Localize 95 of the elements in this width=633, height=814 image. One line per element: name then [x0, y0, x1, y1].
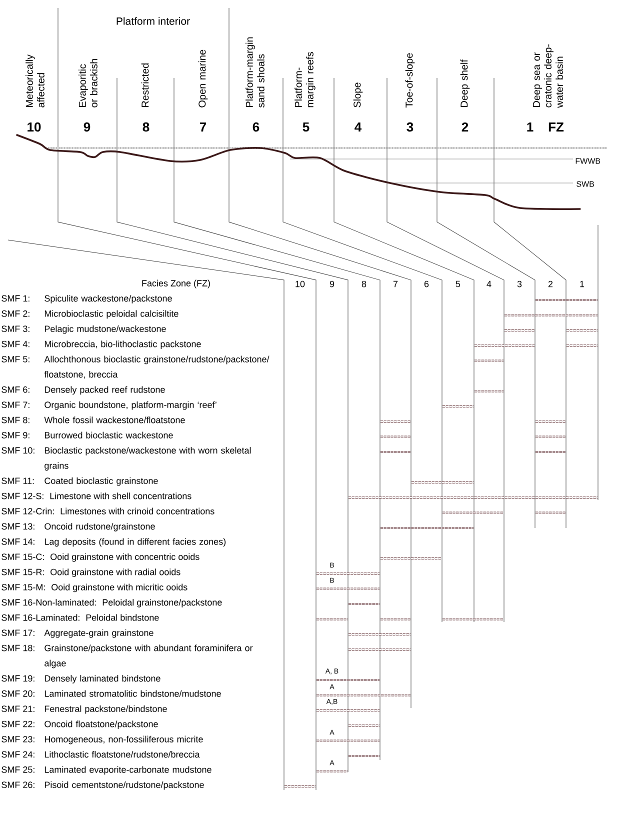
smf-description: Densely laminated bindstone	[44, 675, 160, 684]
zone-number: FZ	[548, 122, 564, 132]
smf-description: Burrowed bioclastic wackestone	[44, 432, 173, 438]
smf-description: Coated bioclastic grainstone	[44, 477, 158, 486]
smf-description: Limestones with crinoid concentrations	[60, 508, 214, 514]
smf-code: SMF 20:	[2, 690, 34, 697]
smf-description: Ooid grainstone with radial ooids	[50, 568, 180, 577]
smf-code: SMF 12-Crin:	[2, 508, 54, 514]
zone-name: Toe-of-slope	[405, 53, 415, 108]
smf-description: Laminated evaporite-carbonate mudstone	[44, 766, 212, 775]
smf-description: Grainstone/packstone with abundant foraminifera or algae	[44, 644, 253, 668]
zone-number: 5	[302, 122, 310, 132]
smf-description: Ooid grainstone with concentric ooids	[50, 553, 200, 562]
smf-code: SMF 7:	[2, 402, 30, 408]
zone-number: 7	[200, 122, 206, 132]
smf-code: SMF 26:	[2, 782, 34, 788]
zone-name: Slope	[353, 82, 363, 108]
smf-code: SMF 13:	[2, 523, 34, 530]
smf-code: SMF 16-Laminated:	[2, 614, 80, 621]
smf-description: Lag deposits (found in different facies zones)	[44, 538, 226, 547]
smf-description: Peloidal grainstone/packstone	[102, 598, 222, 608]
zone-name: Meteorically affected	[26, 54, 44, 108]
column-number: 8	[362, 280, 366, 288]
column-number: 7	[393, 280, 398, 288]
smf-code: SMF 25:	[2, 766, 34, 773]
zone-name: Open marine	[198, 50, 208, 108]
smf-description: Organic boundstone, platform-margin ‘reef’	[44, 401, 216, 410]
group-heading: Platform interior	[116, 17, 190, 25]
zone-name: Restricted	[141, 63, 149, 107]
smf-code: SMF 22:	[2, 720, 34, 728]
column-number: 3	[517, 280, 522, 288]
zone-number: 4	[354, 122, 362, 132]
smf-description: Whole fossil wackestone/floatstone	[44, 416, 185, 424]
smf-code: SMF 2:	[2, 310, 30, 317]
zone-number: 9	[84, 122, 90, 132]
zone-number: 8	[142, 122, 150, 132]
smf-description: Pisoid cementstone/rudstone/packstone	[44, 781, 204, 790]
smf-description: Pelagic mudstone/wackestone	[44, 325, 166, 334]
column-number: 9	[330, 280, 334, 288]
column-number: 4	[486, 280, 492, 288]
smf-description: Oncoid floatstone/packstone	[44, 720, 158, 729]
smf-code: SMF 23:	[2, 736, 34, 742]
smf-description: Microbreccia, bio-lithoclastic packstone	[44, 340, 201, 349]
smf-code: SMF 17:	[2, 630, 34, 636]
smf-description: Bioclastic packstone/wackestone with worn skeletal grains	[44, 447, 251, 471]
smf-code: SMF 11:	[2, 478, 34, 484]
table-heading: Facies Zone (FZ)	[142, 280, 210, 288]
smf-description: Allochthonous bioclastic grainstone/rudstone/packstone/floatstone, breccia	[44, 356, 270, 379]
smf-code: SMF 21:	[2, 706, 34, 712]
smf-code: SMF 10:	[2, 447, 34, 454]
zone-number: 1	[527, 122, 534, 132]
smf-description: Lithoclastic floatstone/rudstone/breccia	[44, 751, 200, 758]
column-number: 5	[456, 280, 460, 288]
smf-code: SMF 15-M:	[2, 584, 45, 590]
smf-description: Densely packed reef rudstone	[44, 386, 165, 395]
smf-description: Laminated stromatolitic bindstone/mudstone	[44, 690, 221, 697]
smf-code: SMF 24:	[2, 751, 34, 758]
column-number: 2	[548, 280, 553, 288]
zone-number: 3	[406, 122, 414, 132]
smf-description: Fenestral packstone/bindstone	[44, 705, 167, 714]
smf-description: Spiculite wackestone/packstone	[44, 295, 172, 304]
zone-number: 10	[28, 122, 41, 132]
zone-name: Deep shelf	[460, 59, 470, 107]
smf-code: SMF 12-S:	[2, 492, 44, 500]
smf-description: Oncoid rudstone/grainstone	[44, 523, 155, 532]
zone-name: Evaporitic or brackish	[78, 59, 98, 108]
zone-number: 6	[252, 122, 260, 132]
smf-code: SMF 15-C:	[2, 554, 44, 560]
smf-code: SMF 4:	[2, 340, 30, 348]
smf-description: Limestone with shell concentrations	[50, 492, 192, 500]
smf-description: Microbioclastic peloidal calcisiltite	[44, 310, 178, 319]
smf-code: SMF 15-R:	[2, 568, 44, 576]
smf-code: SMF 3:	[2, 326, 30, 332]
zone-name: Platform-margin sand shoals	[246, 37, 264, 108]
smf-code: SMF 6:	[2, 386, 30, 393]
zone-name: Deep sea or cratonic deep-water basin	[533, 44, 563, 108]
smf-description: Peloidal bindstone	[86, 614, 159, 621]
smf-description: Ooid grainstone with micritic ooids	[52, 584, 188, 592]
smf-code: SMF 1:	[2, 295, 30, 302]
column-number: 6	[424, 280, 429, 288]
smf-code: SMF 18:	[2, 644, 34, 652]
smf-code: SMF 14:	[2, 538, 34, 545]
smf-code: SMF 9:	[2, 432, 30, 438]
column-number: 1	[580, 280, 584, 288]
wave-base-label: FWWB	[576, 158, 600, 164]
smf-description: Homogeneous, non-fossiliferous micrite	[44, 736, 203, 744]
zone-number: 2	[462, 122, 468, 132]
smf-code: SMF 19:	[2, 675, 34, 682]
smf-code: SMF 16-Non-laminated:	[2, 598, 96, 606]
smf-code: SMF 8:	[2, 416, 30, 424]
zone-name: Platform-margin reefs	[294, 52, 316, 108]
smf-description: Aggregate-grain grainstone	[44, 629, 154, 638]
column-number: 10	[296, 280, 305, 288]
wave-base-label: SWB	[576, 181, 594, 187]
smf-code: SMF 5:	[2, 356, 30, 362]
